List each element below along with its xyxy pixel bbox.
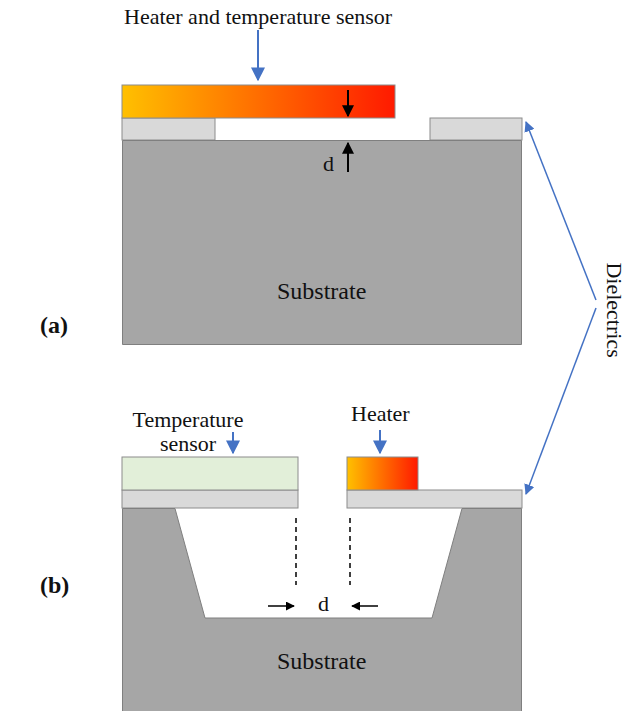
substrate-label: Substrate	[277, 278, 366, 304]
dimension-label: d	[318, 592, 329, 616]
substrate-block: Substrate	[122, 140, 522, 345]
panel-label: (a)	[40, 312, 68, 338]
part-label: Heater and temperature sensor	[124, 5, 392, 29]
part-label: Dielectrics	[602, 262, 626, 357]
panel-label: (b)	[40, 572, 69, 598]
dimension-label: d	[323, 152, 334, 176]
substrate-label: Substrate	[277, 648, 366, 674]
part-label: Temperature sensor	[123, 408, 253, 456]
part-label: Heater	[351, 402, 410, 426]
substrate-shape	[122, 140, 522, 345]
